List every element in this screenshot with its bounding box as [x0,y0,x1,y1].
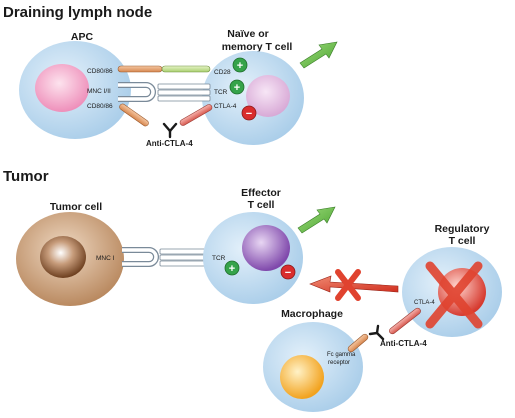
plus-sign-text: + [229,263,235,275]
plus-sign-icon [229,79,245,95]
apc-label: APC [71,31,94,43]
tumor-cell-nucleus [40,236,86,278]
fc-receptor-label-line1: Fc gamma [327,352,356,358]
tumor-cell-label: Tumor cell [50,201,102,213]
cd80-86-bottom-molecule [119,103,149,127]
tcr-effector-molecule [159,248,211,267]
mhc-tumor-label: MNC I [96,255,115,262]
anti-ctla4-antibody-bottom-icon [368,324,385,341]
macrophage-nucleus [280,355,324,399]
cd80-86-top-molecule [117,65,163,73]
tcr-top-molecule [157,83,211,102]
plus-sign-icon [224,260,240,276]
mhc-tumor-molecule [122,247,159,267]
section-title-lymph-node: Draining lymph node [3,4,152,21]
cd28-molecule [161,65,211,73]
minus-sign-icon [241,105,257,121]
cd28-label: CD28 [214,69,231,76]
depleted-x-icon [425,261,483,329]
tcr-effector-label: TCR [212,255,226,262]
fc-receptor-label-line2: receptor [328,360,350,366]
minus-sign-text: − [285,267,291,279]
naive-tcell-nucleus [246,75,290,117]
activation-arrow-top-icon [299,41,338,69]
regulatory-tcell-label-line2: T cell [449,235,476,247]
cd80-86-bottom-label: CD80/86 [87,103,113,110]
macrophage-label: Macrophage [281,308,343,320]
mhc-apc-label: MNC I/II [87,88,111,95]
naive-tcell-label-line1: Naïve or [227,28,268,40]
anti-ctla4-bottom-label: Anti-CTLA-4 [380,339,427,348]
effector-tcell-label-line1: Effector [241,187,281,199]
ctla4-top-molecule [179,104,213,126]
naive-tcell-label-line2: memory T cell [222,41,293,53]
anti-ctla4-antibody-icon [162,122,178,139]
activation-arrow-bottom-icon [297,206,336,234]
minus-sign-text: − [246,108,252,120]
effector-tcell-nucleus [242,225,290,271]
ctla4-treg-label: CTLA-4 [414,300,435,306]
plus-sign-text: + [234,82,240,94]
fc-gamma-receptor-molecule [347,333,369,353]
effector-tcell-label-line2: T cell [248,199,275,211]
ctla4-top-label: CTLA-4 [214,103,237,110]
section-title-tumor: Tumor [3,168,49,185]
cd80-86-top-label: CD80/86 [87,68,113,75]
plus-sign-icon [232,57,248,73]
regulatory-tcell-label-line1: Regulatory [435,223,490,235]
ctla4-treg-molecule [389,307,421,335]
anti-ctla4-top-label: Anti-CTLA-4 [146,139,193,148]
plus-sign-text: + [237,60,243,72]
suppression-arrow-icon [309,275,399,293]
minus-sign-icon [280,264,296,280]
blocked-x-icon [335,269,361,301]
tcr-top-label: TCR [214,89,228,96]
apc-nucleus [35,64,89,112]
